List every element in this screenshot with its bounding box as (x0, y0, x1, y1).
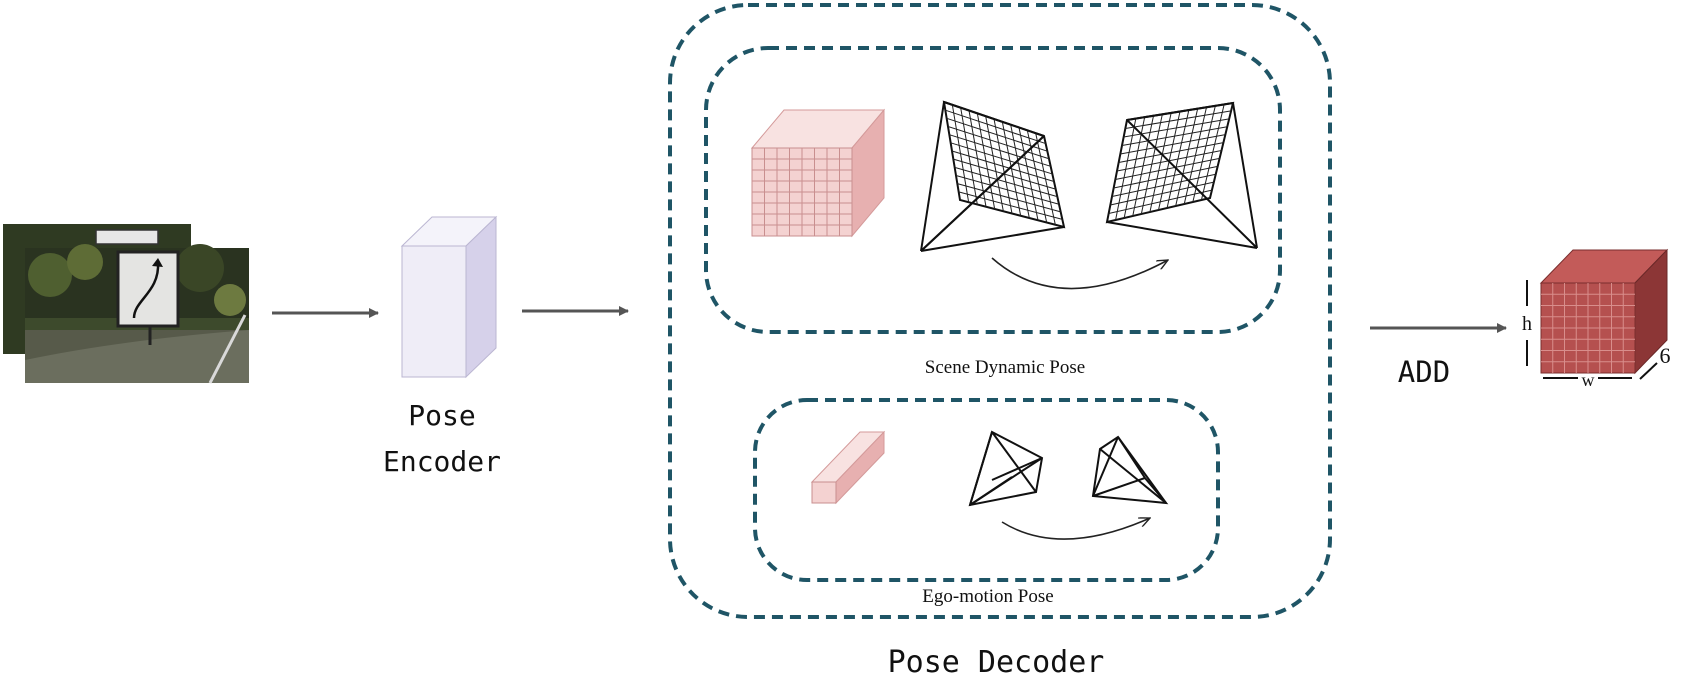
ego-motion-arrow (1001, 518, 1150, 540)
encoder-front-face (401, 245, 467, 378)
road-sign-arrow (132, 261, 160, 319)
scene-frustum-2-grid (1105, 101, 1235, 224)
frustum-grid-line (1035, 133, 1056, 225)
frustum-grid-line (1018, 127, 1039, 221)
pose-encoder-label-line1: Pose (408, 399, 475, 432)
dim-6-line (1639, 362, 1658, 380)
add-label: ADD (1398, 355, 1450, 389)
frustum-grid-line (958, 191, 1063, 220)
frustum-grid-line (1110, 181, 1214, 206)
scene-dynamic-pose-label: Scene Dynamic Pose (925, 357, 1085, 378)
scene-pose-frustum-1 (920, 100, 1066, 252)
pose-decoder-container (668, 3, 1332, 619)
dimension-marks (1526, 280, 1658, 380)
ego-motion-pose-container (753, 398, 1220, 582)
scene-motion-arrow (991, 257, 1168, 290)
dim-6-label: 6 (1660, 343, 1671, 368)
frustum-grid-line (1001, 121, 1022, 216)
dim-h-label: h (1522, 313, 1532, 335)
back-sign (95, 229, 159, 245)
scene-frustum-1-grid (942, 100, 1066, 229)
output-tensor-grid (1541, 283, 1635, 373)
frustum-grid-line (955, 175, 1060, 205)
dim-w-label: w (1582, 370, 1595, 390)
frustum-grid-line (1166, 109, 1190, 209)
frustum-grid-line (1108, 189, 1213, 214)
scene-feature-tensor (750, 108, 886, 238)
frustum-grid-line (1010, 124, 1030, 219)
scene-pose-frustum-2 (1105, 101, 1258, 249)
frustum-grid-line (957, 183, 1061, 213)
pose-encoder-block (400, 215, 498, 379)
input-image-frames (3, 224, 249, 384)
ego-feature-vector (810, 430, 886, 505)
road-sign (116, 250, 180, 328)
scene-tensor-grid (752, 148, 852, 236)
ego-vector-front (811, 481, 837, 504)
ego-pose-frustum-2 (1091, 435, 1169, 505)
pose-decoder-label: Pose Decoder (888, 645, 1105, 680)
ego-motion-pose-label: Ego-motion Pose (922, 586, 1053, 607)
scene-dynamic-pose-container (704, 46, 1282, 334)
encoder-side-face (465, 215, 497, 379)
output-pose-tensor (1539, 248, 1669, 375)
frustum-grid-line (1200, 104, 1225, 201)
ego-pose-frustum-1 (968, 430, 1044, 507)
pose-encoder-label-line2: Encoder (383, 445, 501, 478)
frustum-grid-line (1026, 130, 1048, 223)
